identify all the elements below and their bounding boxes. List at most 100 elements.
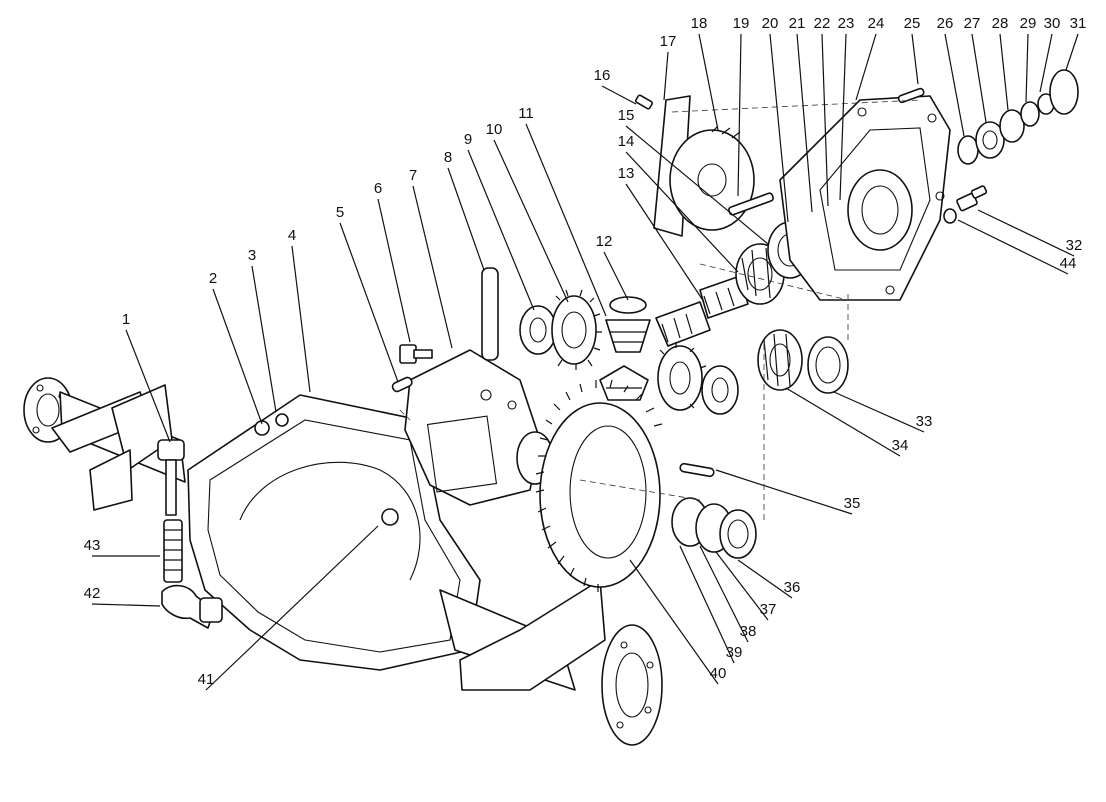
callout-label-9: 9	[464, 131, 472, 148]
bearing-34	[757, 329, 803, 391]
leader-line-6	[377, 198, 411, 343]
callout-label-38: 38	[740, 623, 757, 640]
callout-label-16: 16	[594, 67, 611, 84]
dowel-pin-5	[391, 376, 413, 393]
leader-line-10	[493, 139, 569, 303]
leader-line-40	[629, 559, 719, 685]
drive-pinion-13	[655, 275, 749, 347]
callout-label-5: 5	[336, 204, 344, 221]
callout-label-20: 20	[762, 15, 779, 32]
callout-leaders	[91, 33, 1079, 691]
callout-label-23: 23	[838, 15, 855, 32]
leader-line-28	[999, 33, 1009, 111]
leader-line-42	[91, 603, 161, 607]
leader-line-14	[625, 151, 739, 273]
leader-line-44	[957, 219, 1069, 275]
ring-gear-40	[535, 379, 663, 592]
leader-line-29	[1025, 33, 1029, 103]
side-gear-10	[551, 289, 602, 370]
callout-label-12: 12	[596, 233, 613, 250]
callout-label-30: 30	[1044, 15, 1061, 32]
leader-line-3	[251, 265, 277, 413]
callout-label-31: 31	[1070, 15, 1087, 32]
callout-label-7: 7	[409, 167, 417, 184]
leader-line-8	[447, 167, 485, 271]
callout-label-8: 8	[444, 149, 452, 166]
oil-seal-plate-18	[669, 125, 755, 231]
callout-label-4: 4	[288, 227, 296, 244]
leader-line-9	[467, 149, 535, 311]
dowel-pin-35	[679, 462, 715, 478]
callout-label-15: 15	[618, 107, 635, 124]
leader-line-23	[839, 33, 847, 201]
leader-line-26	[944, 33, 965, 137]
differential-case	[404, 349, 554, 506]
callout-label-24: 24	[868, 15, 885, 32]
pinion-housing-24	[779, 95, 951, 301]
shims-36-39	[671, 497, 757, 559]
callout-label-11: 11	[518, 105, 534, 122]
leader-line-33	[833, 391, 925, 433]
callout-label-29: 29	[1020, 15, 1037, 32]
leader-line-16	[601, 85, 637, 105]
callout-label-18: 18	[691, 15, 708, 32]
leader-line-36	[737, 559, 793, 599]
callout-label-43: 43	[84, 537, 101, 554]
callout-label-6: 6	[374, 180, 382, 197]
callout-label-34: 34	[892, 437, 909, 454]
axle-housing	[23, 377, 663, 746]
leader-line-30	[1039, 33, 1053, 93]
callout-label-35: 35	[844, 495, 861, 512]
callout-label-42: 42	[84, 585, 101, 602]
leader-line-27	[971, 33, 987, 123]
callout-label-25: 25	[904, 15, 921, 32]
leader-line-18	[698, 33, 719, 131]
leader-line-22	[821, 33, 829, 207]
leader-line-41	[205, 525, 379, 691]
screw-16	[635, 94, 653, 110]
callout-label-37: 37	[760, 601, 777, 618]
leader-line-17	[663, 51, 669, 101]
leader-line-4	[291, 245, 311, 393]
cross-pin	[481, 267, 499, 361]
leader-line-7	[412, 185, 453, 349]
leader-line-25	[911, 33, 919, 85]
leader-line-15	[625, 125, 769, 245]
callout-label-44: 44	[1060, 255, 1077, 272]
leader-line-31	[1065, 33, 1079, 71]
callout-label-28: 28	[992, 15, 1009, 32]
input-shaft-stack	[957, 69, 1079, 165]
leader-line-24	[855, 33, 877, 101]
leader-line-35	[715, 469, 853, 515]
side-gear-right	[657, 342, 707, 411]
callout-label-40: 40	[710, 665, 727, 682]
callout-label-36: 36	[784, 579, 801, 596]
callout-label-32: 32	[1066, 237, 1083, 254]
thrust-washer-right	[701, 365, 739, 415]
bearing-cup-33	[807, 336, 849, 394]
callout-label-22: 22	[814, 15, 831, 32]
spider-gear-lower	[599, 365, 649, 401]
leader-line-38	[699, 545, 749, 643]
callout-label-33: 33	[916, 413, 933, 430]
leader-line-11	[525, 123, 607, 317]
screw-25	[897, 87, 925, 104]
callout-label-10: 10	[486, 121, 503, 138]
callout-label-17: 17	[660, 33, 677, 50]
alignment-lines	[399, 99, 921, 520]
leader-line-34	[785, 387, 901, 457]
breather-assembly	[157, 439, 223, 629]
leader-line-5	[339, 222, 399, 383]
callout-label-13: 13	[618, 165, 635, 182]
callout-label-3: 3	[248, 247, 256, 264]
leader-line-32	[977, 209, 1075, 257]
callout-label-2: 2	[209, 270, 217, 287]
callout-label-26: 26	[937, 15, 954, 32]
callout-label-1: 1	[122, 311, 130, 328]
spider-gear-12	[605, 296, 651, 353]
leader-line-13	[625, 183, 705, 303]
leader-line-2	[212, 288, 263, 425]
callout-label-19: 19	[733, 15, 750, 32]
